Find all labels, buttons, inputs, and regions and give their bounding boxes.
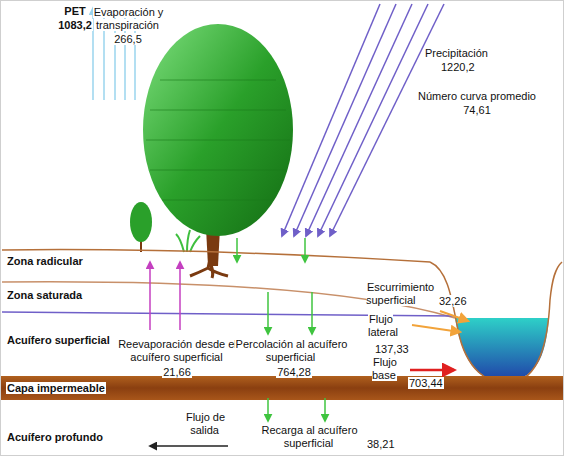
precipitation-value: 1220,2 — [440, 61, 500, 74]
label-text: Número curva promedio — [417, 90, 537, 102]
percolation-value: 764,28 — [266, 366, 322, 379]
label-text: 1220,2 — [440, 61, 476, 73]
label-text: 137,33 — [374, 343, 410, 355]
layer-label: Zona radicular — [6, 255, 116, 268]
label-text: 74,61 — [462, 104, 492, 116]
reevaporation-value: 21,66 — [150, 366, 204, 379]
label-text: Flujo base — [372, 356, 397, 381]
label-text: 32,26 — [438, 295, 468, 307]
reevaporation-arrows — [150, 262, 180, 330]
label-text: Zona radicular — [6, 255, 84, 267]
label-text: Reevaporación desde el acuífero superfic… — [117, 338, 237, 363]
precipitation-label: Precipitación — [424, 47, 514, 60]
river-bank — [430, 262, 562, 383]
label-text: Acuífero profundo — [6, 431, 104, 443]
tree — [143, 24, 293, 278]
percolation-arrows — [237, 238, 325, 421]
label-text: Escurrimiento superficial — [366, 281, 434, 306]
river-water — [455, 318, 549, 382]
percolation-label: Percolación al acuífero superficial — [232, 338, 350, 364]
label-text: 1083,2 — [57, 19, 93, 31]
outflow-label: Flujo de salida — [176, 411, 234, 437]
label-text: Flujo lateral — [368, 313, 399, 338]
label-text: Zona saturada — [6, 289, 83, 301]
lateral-flow-value: 137,33 — [374, 343, 434, 356]
baseflow-arrow — [410, 369, 454, 372]
baseflow-value: 703,44 — [408, 377, 468, 390]
baseflow-label: Flujo base — [372, 356, 408, 382]
label-text: Recarga al acuífero superficial — [261, 424, 358, 449]
recharge-label: Recarga al acuífero superficial — [254, 424, 364, 450]
curve-number-label: Número curva promedio — [412, 90, 542, 103]
recharge-value: 38,21 — [366, 438, 422, 451]
lateral-flow-label: Flujo lateral — [368, 313, 410, 339]
impermeable-layer — [1, 376, 563, 400]
layer-label: Capa impermeable — [6, 382, 116, 395]
grass — [176, 230, 200, 252]
reevaporation-label: Reevaporación desde el acuífero superfic… — [112, 338, 242, 364]
label-text: 266,5 — [113, 33, 143, 45]
precipitation-arrows — [282, 4, 444, 236]
label-text: 21,66 — [162, 366, 192, 378]
evaporation-label: Evaporación y transpiración — [80, 6, 176, 32]
label-text: Capa impermeable — [6, 382, 106, 394]
label-text: Evaporación y transpiración — [93, 6, 164, 31]
layer-label: Acuífero profundo — [6, 431, 116, 444]
label-text: Percolación al acuífero superficial — [235, 338, 348, 363]
label-text: Acuífero superficial — [6, 334, 111, 346]
label-text: Flujo de salida — [185, 411, 225, 436]
label-text: 703,44 — [408, 377, 444, 389]
outflow-arrow — [150, 445, 228, 447]
layer-label: Acuífero superficial — [6, 334, 114, 347]
label-text: Precipitación — [424, 47, 489, 59]
runoff-value: 32,26 — [438, 295, 488, 308]
label-text: 764,28 — [276, 366, 312, 378]
small-tree — [130, 202, 152, 252]
evaporation-value: 266,5 — [100, 33, 156, 46]
layer-label: Zona saturada — [6, 289, 116, 302]
curve-number-value: 74,61 — [447, 104, 507, 117]
label-text: 38,21 — [366, 438, 396, 450]
label-text: PET — [63, 5, 86, 17]
runoff-arrows — [412, 311, 468, 332]
